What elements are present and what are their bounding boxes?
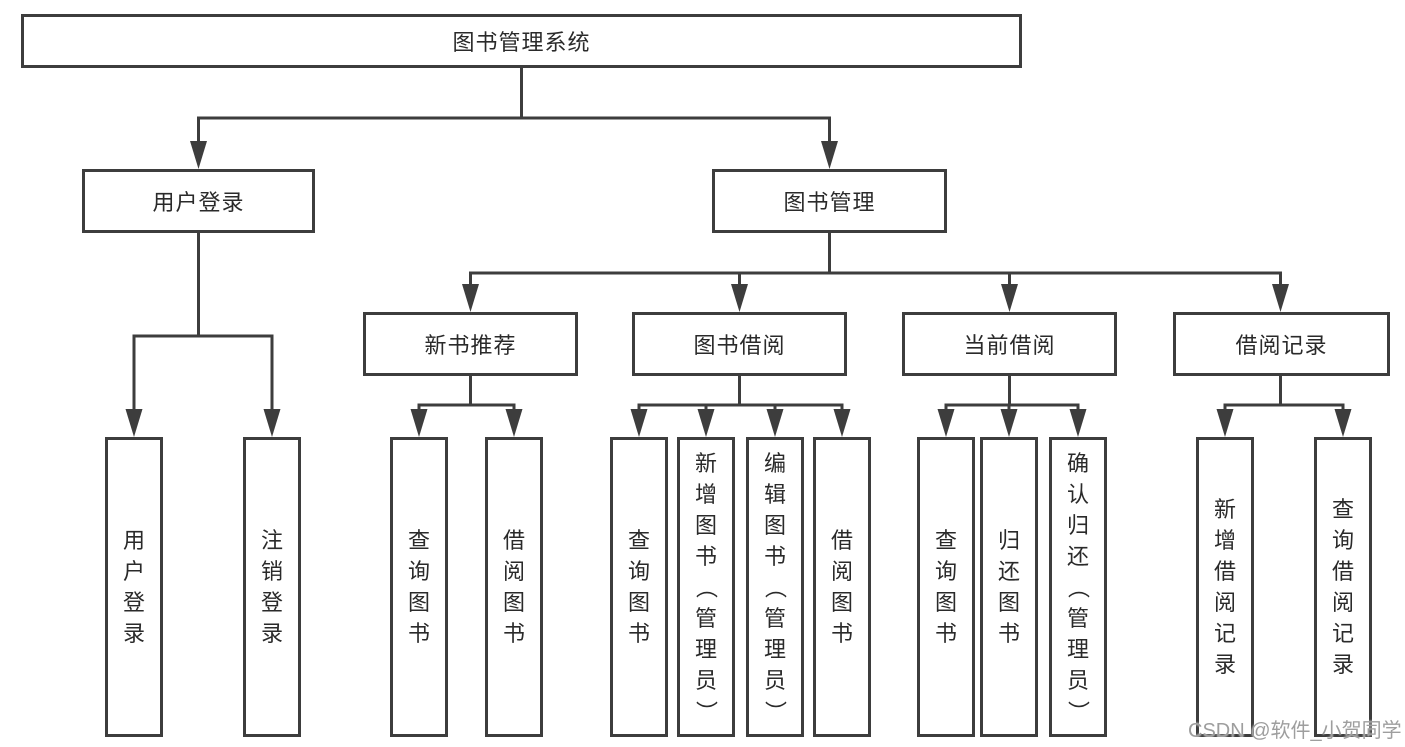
leaf-confirm-return-admin: 确认归还（管理员） — [1049, 437, 1107, 737]
leaf-query-borrow-record: 查询借阅记录 — [1314, 437, 1372, 737]
connector-userlogin-children — [132, 233, 274, 411]
leaf-borrow-books: 借阅图书 — [813, 437, 871, 737]
leaf-borrow-query-books: 查询图书 — [610, 437, 668, 737]
leaf-return-books: 归还图书 — [980, 437, 1038, 737]
leaf-add-books-admin: 新增图书（管理员） — [677, 437, 735, 737]
node-current-borrow: 当前借阅 — [902, 312, 1117, 376]
leaf-rec-borrow-books: 借阅图书 — [485, 437, 543, 737]
connector-borrowrecords-children — [1223, 376, 1345, 411]
connector-bookborrow-children — [637, 376, 844, 411]
node-new-book-rec: 新书推荐 — [363, 312, 578, 376]
connector-currentborrow-children — [944, 376, 1080, 411]
leaf-user-login: 用户登录 — [105, 437, 163, 737]
node-book-mgmt: 图书管理 — [712, 169, 947, 233]
csdn-watermark: CSDN @软件_小贺同学 — [1188, 720, 1402, 742]
arrowheads — [125, 141, 1352, 437]
node-book-borrow: 图书借阅 — [632, 312, 847, 376]
leaf-rec-query-books: 查询图书 — [390, 437, 448, 737]
node-root: 图书管理系统 — [21, 14, 1022, 68]
node-user-login: 用户登录 — [82, 169, 315, 233]
connector-bookmgmt-children — [469, 233, 1282, 286]
node-borrow-records: 借阅记录 — [1173, 312, 1390, 376]
connector-newbookrec-children — [417, 376, 516, 411]
leaf-add-borrow-record: 新增借阅记录 — [1196, 437, 1254, 737]
leaf-logout: 注销登录 — [243, 437, 301, 737]
leaf-edit-books-admin: 编辑图书（管理员） — [746, 437, 804, 737]
connector-root-to-level2 — [197, 68, 831, 143]
leaf-current-query-books: 查询图书 — [917, 437, 975, 737]
